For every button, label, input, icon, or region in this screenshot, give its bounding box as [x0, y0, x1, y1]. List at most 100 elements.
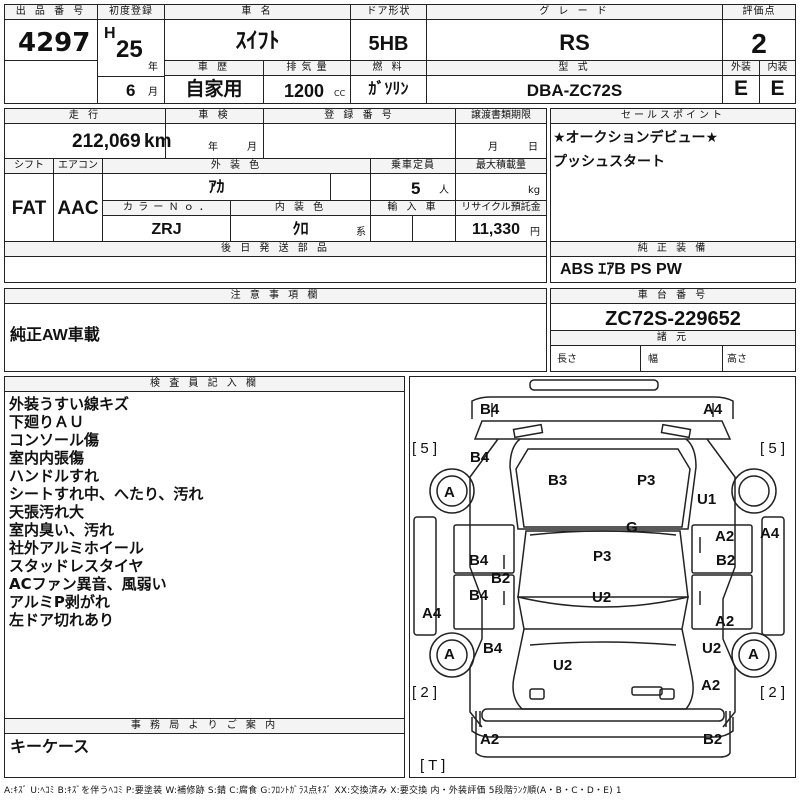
reg-year: 25: [116, 36, 143, 63]
door-label: ドア形状: [351, 5, 426, 20]
later-parts-label: 後 日 発 送 部 品: [5, 242, 546, 257]
damage-mark: B4: [470, 449, 490, 466]
interior-grade-label: 内装: [760, 61, 795, 76]
note-line: アルミP剥がれ: [9, 593, 110, 611]
damage-mark: U2: [553, 657, 573, 674]
inspection-label: 車 検: [166, 109, 263, 124]
damage-mark: A2: [715, 528, 735, 545]
int-color-unit: 系: [356, 227, 366, 238]
recycle-label: リサイクル預託金: [456, 201, 546, 216]
note-line: 室内臭い、汚れ: [9, 521, 115, 539]
lot-number: 4297: [18, 28, 91, 58]
exterior-grade: E: [733, 77, 748, 100]
damage-mark: A: [444, 484, 455, 501]
grade: RS: [559, 30, 590, 55]
sales-point-2: プッシュスタート: [553, 153, 665, 169]
note-line: 外装うすい線キズ: [9, 395, 130, 413]
bracket-label: [ T ]: [420, 757, 446, 774]
damage-mark: B4: [480, 401, 500, 418]
damage-mark: U1: [697, 491, 717, 508]
car-name: ｽｲﾌﾄ: [235, 28, 280, 53]
mileage-unit: km: [144, 131, 172, 152]
inspection-month-unit: 月: [247, 142, 257, 153]
transfer-day-unit: 日: [528, 142, 538, 153]
displacement-unit: CC: [334, 89, 346, 98]
damage-mark: P3: [593, 548, 612, 565]
note-line: 天張汚れ大: [9, 503, 85, 521]
month-unit: 月: [148, 87, 158, 98]
shift-label: シフト: [5, 159, 53, 174]
capacity: 5: [411, 179, 421, 198]
int-color-label: 内 装 色: [231, 201, 370, 216]
top-header: [4, 4, 796, 104]
chassis-number: ZC72S-229652: [605, 308, 741, 330]
fuel-label: 燃 料: [351, 61, 426, 76]
interior-grade: E: [770, 77, 785, 100]
color-no-label: カ ラ ー Ｎ ｏ ．: [103, 201, 230, 216]
history: 自家用: [185, 79, 243, 100]
note-line: コンソール傷: [9, 431, 100, 449]
lot-label: 出 品 番 号: [5, 5, 97, 20]
chassis-label: 車 台 番 号: [551, 289, 795, 304]
damage-mark: A2: [701, 677, 721, 694]
era: H: [104, 25, 116, 42]
damage-mark: B4: [469, 587, 489, 604]
genuine-equipment-label: 純 正 装 備: [551, 242, 795, 257]
damage-mark: A4: [760, 525, 780, 542]
car-name-label: 車 名: [165, 5, 350, 20]
spec-length: 長さ: [557, 354, 577, 365]
aircon-label: エアコン: [54, 159, 102, 174]
first-reg-label: 初度登録: [98, 5, 164, 20]
damage-mark: A2: [480, 731, 500, 748]
genuine-equipment: ABS ｴｱB PS PW: [560, 261, 682, 278]
inspector-box: [4, 376, 405, 778]
damage-mark: B4: [469, 552, 489, 569]
score: 2: [751, 28, 767, 59]
bracket-label: [ 2 ]: [412, 684, 438, 701]
max-load-unit: kg: [528, 185, 541, 196]
damage-mark: B4: [483, 640, 503, 657]
import-label: 輸 入 車: [371, 201, 455, 216]
note-line: 左ドア切れあり: [9, 611, 115, 629]
note-line: ハンドルすれ: [9, 467, 100, 485]
registration-label: 登 録 番 号: [264, 109, 455, 124]
shift: FAT: [11, 198, 47, 219]
aircon: AAC: [57, 198, 99, 219]
damage-mark: G: [626, 519, 638, 536]
note-line: ACファン異音、風弱い: [9, 575, 167, 593]
note-line: シートすれ中、へたり、汚れ: [9, 485, 204, 503]
grade-label: グ レ ー ド: [427, 5, 722, 20]
year-unit: 年: [148, 62, 158, 73]
damage-mark: B3: [548, 472, 568, 489]
inspection-year-unit: 年: [208, 142, 218, 153]
capacity-unit: 人: [439, 185, 449, 196]
caution-label: 注 意 事 項 欄: [5, 289, 546, 304]
caution: 純正AW車載: [10, 327, 100, 344]
note-line: 下廻りＡＵ: [9, 413, 85, 431]
fuel: ｶﾞｿﾘﾝ: [368, 81, 409, 98]
int-color: ｸﾛ: [292, 221, 309, 238]
model: DBA-ZC72S: [526, 81, 623, 100]
capacity-label: 乗車定員: [371, 159, 455, 174]
damage-mark: P3: [637, 472, 656, 489]
bracket-label: [ 2 ]: [760, 684, 786, 701]
damage-mark: U2: [702, 640, 722, 657]
mileage-label: 走 行: [5, 109, 165, 124]
mileage: 212,069: [72, 131, 141, 152]
bracket-label: [ 5 ]: [412, 440, 438, 457]
damage-mark: B2: [716, 552, 736, 569]
spec-width: 幅: [648, 354, 658, 365]
reg-month: 6: [126, 81, 136, 100]
damage-mark: B2: [491, 570, 511, 587]
note-line: 社外アルミホイール: [9, 539, 144, 557]
score-label: 評価点: [723, 5, 795, 20]
recycle: 11,330: [472, 221, 521, 238]
car-diagram: [409, 376, 796, 778]
spec-height: 高さ: [727, 354, 747, 365]
recycle-unit: 円: [530, 227, 540, 238]
model-label: 型 式: [427, 61, 722, 76]
exterior-grade-label: 外装: [723, 61, 759, 76]
office-note: キーケース: [10, 739, 90, 756]
ext-color-label: 外 装 色: [103, 159, 370, 174]
damage-mark: A: [444, 646, 455, 663]
